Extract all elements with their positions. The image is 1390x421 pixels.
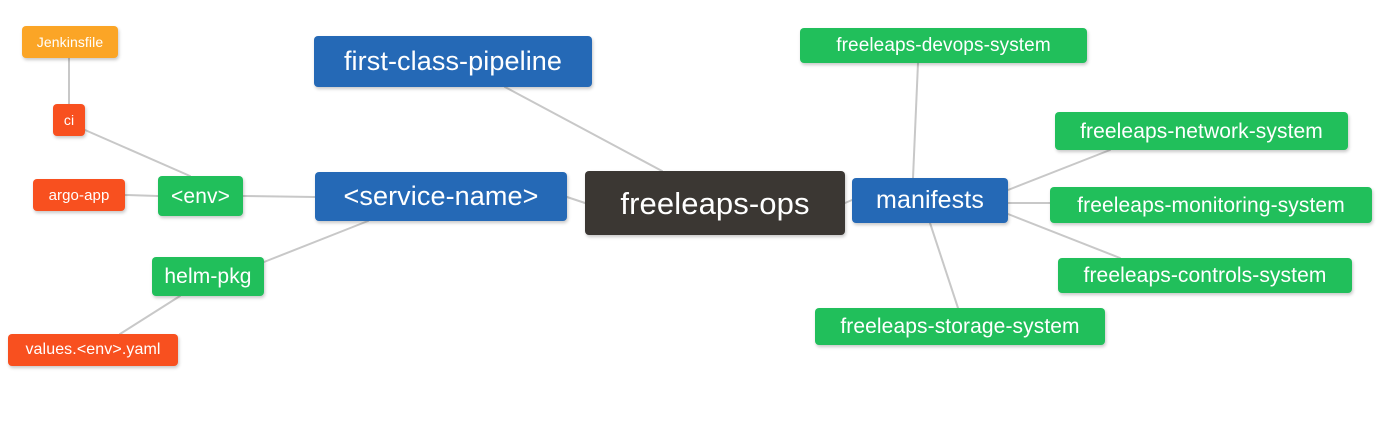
node-devops-system[interactable]: freeleaps-devops-system: [800, 28, 1087, 63]
node-label-devops-system: freeleaps-devops-system: [836, 35, 1051, 56]
node-label-controls-system: freeleaps-controls-system: [1083, 264, 1327, 287]
node-label-freeleaps-ops: freeleaps-ops: [620, 185, 810, 221]
node-label-jenkinsfile: Jenkinsfile: [36, 34, 104, 50]
edge-manifests-storage: [929, 222, 959, 309]
node-controls-system[interactable]: freeleaps-controls-system: [1058, 258, 1352, 293]
node-storage-system[interactable]: freeleaps-storage-system: [815, 308, 1105, 345]
node-service-name[interactable]: <service-name>: [315, 172, 567, 221]
node-freeleaps-ops[interactable]: freeleaps-ops: [585, 171, 845, 235]
node-label-service-name: <service-name>: [343, 181, 539, 211]
node-label-storage-system: freeleaps-storage-system: [840, 315, 1080, 338]
node-first-class-pipeline[interactable]: first-class-pipeline: [314, 36, 592, 87]
node-label-manifests: manifests: [876, 186, 984, 214]
node-manifests[interactable]: manifests: [852, 178, 1008, 223]
node-helm-pkg[interactable]: helm-pkg: [152, 257, 264, 296]
edge-env-argo: [124, 194, 159, 197]
node-label-network-system: freeleaps-network-system: [1080, 119, 1323, 143]
edge-ops-service: [566, 196, 586, 204]
edge-manifests-network: [1007, 149, 1111, 191]
node-label-values-yaml: values.<env>.yaml: [25, 341, 161, 358]
node-label-first-class-pipeline: first-class-pipeline: [343, 46, 563, 76]
edge-ops-manifests: [844, 199, 853, 204]
node-argo-app[interactable]: argo-app: [33, 179, 125, 211]
node-label-monitoring-system: freeleaps-monitoring-system: [1077, 193, 1345, 217]
edge-service-helm: [263, 220, 369, 263]
node-monitoring-system[interactable]: freeleaps-monitoring-system: [1050, 187, 1372, 223]
node-network-system[interactable]: freeleaps-network-system: [1055, 112, 1348, 150]
node-label-helm-pkg: helm-pkg: [164, 265, 252, 288]
edge-env-ci: [84, 129, 191, 177]
node-jenkinsfile[interactable]: Jenkinsfile: [22, 26, 118, 58]
edge-manifests-devops: [912, 62, 919, 179]
edge-service-env: [242, 195, 316, 198]
node-env[interactable]: <env>: [158, 176, 243, 216]
edge-helm-values: [119, 295, 181, 335]
node-values-yaml[interactable]: values.<env>.yaml: [8, 334, 178, 366]
edge-ops-pipeline: [504, 86, 663, 172]
node-ci[interactable]: ci: [53, 104, 85, 136]
node-label-ci: ci: [63, 112, 75, 128]
node-label-argo-app: argo-app: [48, 186, 110, 204]
node-label-env: <env>: [171, 184, 230, 208]
